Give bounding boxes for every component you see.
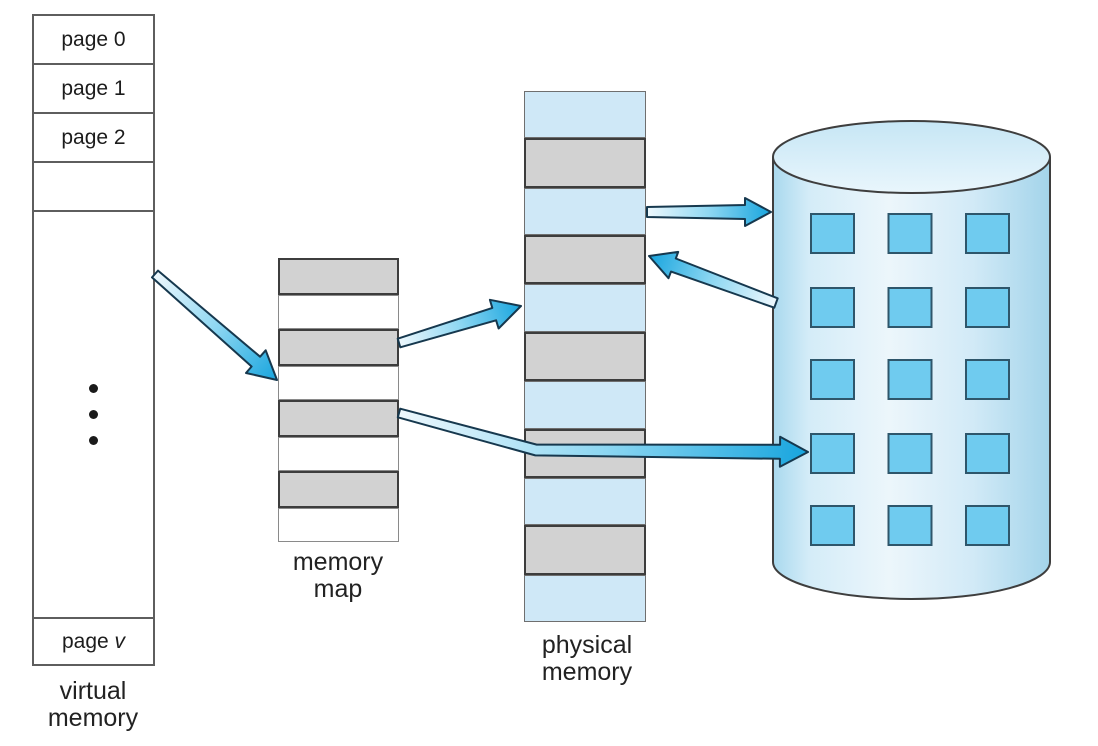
physical-memory-frame <box>524 331 646 382</box>
vm-row-page-v: page v <box>34 617 153 664</box>
vm-row-empty <box>34 163 153 212</box>
physical-memory-caption: physical memory <box>541 631 633 686</box>
memory-map-row <box>278 365 399 400</box>
memory-map-row <box>278 436 399 471</box>
physical-memory-frame <box>524 574 646 622</box>
disk-cylinder <box>772 120 1051 600</box>
memory-map-row <box>278 471 399 508</box>
vm-row-page-1: page 1 <box>34 65 153 114</box>
disk-block <box>965 505 1010 546</box>
physical-memory-frame <box>524 428 646 478</box>
disk-block <box>965 287 1010 328</box>
disk-top-ellipse <box>772 120 1051 194</box>
memory-map-column <box>278 258 399 542</box>
arrow-vm-to-memory-map <box>151 269 278 381</box>
physical-memory-frame <box>524 477 646 526</box>
vm-row-page-0: page 0 <box>34 16 153 65</box>
memory-map-row <box>278 258 399 295</box>
vm-row-label: page v <box>61 629 126 653</box>
disk-body <box>773 157 1050 562</box>
memory-map-row <box>278 329 399 366</box>
disk-block <box>887 433 933 474</box>
physical-memory-column <box>524 91 646 622</box>
disk-block <box>887 505 933 546</box>
physical-memory-frame <box>524 91 646 139</box>
vm-row-label: page 2 <box>61 125 126 149</box>
disk-block <box>810 213 855 254</box>
physical-memory-frame <box>524 381 646 429</box>
flow-arrows <box>151 197 809 468</box>
disk-block <box>965 213 1010 254</box>
virtual-memory-column: page 0 page 1 page 2 page v <box>32 14 155 666</box>
physical-memory-frame <box>524 284 646 332</box>
disk-block <box>810 359 855 400</box>
arrow-disk-to-physical <box>648 250 779 309</box>
vm-ellipsis-region <box>34 212 153 617</box>
memory-map-row <box>278 507 399 542</box>
virtual-memory-caption: virtual memory <box>47 677 139 732</box>
arrow-memory-map-to-physical <box>396 298 522 349</box>
memory-map-row <box>278 400 399 437</box>
disk-bottom-ellipse <box>772 524 1051 600</box>
disk-block <box>810 505 855 546</box>
vm-row-page-2: page 2 <box>34 114 153 163</box>
disk-blocks <box>810 213 1010 546</box>
ellipsis-dot-icon <box>89 384 98 393</box>
disk-block <box>810 287 855 328</box>
disk-block <box>965 359 1010 400</box>
physical-memory-frame <box>524 138 646 188</box>
memory-map-row <box>278 294 399 329</box>
vm-row-label: page 1 <box>61 76 126 100</box>
physical-memory-frame <box>524 235 646 285</box>
physical-memory-frame <box>524 187 646 236</box>
disk-block <box>887 213 933 254</box>
disk-block <box>965 433 1010 474</box>
memory-map-caption: memory map <box>292 548 384 603</box>
ellipsis-dot-icon <box>89 436 98 445</box>
arrow-physical-to-disk <box>646 197 772 227</box>
physical-memory-frame <box>524 525 646 575</box>
disk-block <box>887 359 933 400</box>
disk-block <box>810 433 855 474</box>
vm-row-label: page 0 <box>61 27 126 51</box>
disk-block <box>887 287 933 328</box>
ellipsis-dot-icon <box>89 410 98 419</box>
